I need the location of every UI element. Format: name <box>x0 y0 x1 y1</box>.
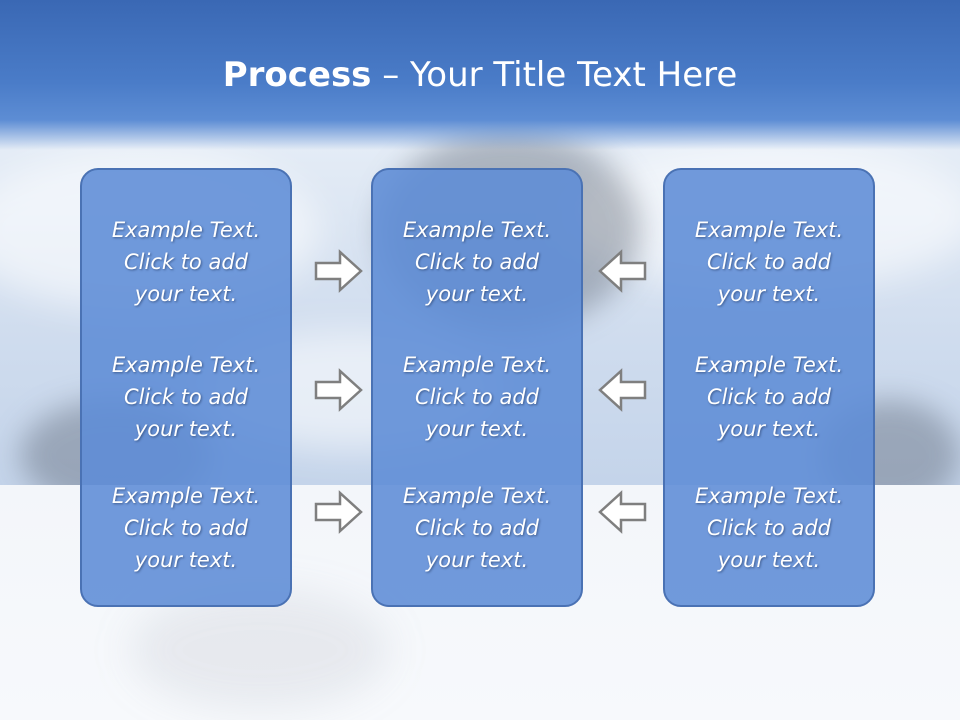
title-rest: – Your Title Text Here <box>371 55 738 95</box>
right-arrow-icon <box>314 368 363 412</box>
text-placeholder[interactable]: Example Text. Click to add your text. <box>665 214 873 310</box>
text-placeholder[interactable]: Example Text. Click to add your text. <box>82 349 290 445</box>
text-line: Example Text. <box>402 218 552 242</box>
text-line: Example Text. <box>694 484 844 508</box>
background-reflection <box>130 590 390 710</box>
text-line: your text. <box>717 548 821 572</box>
text-line: Click to add <box>123 516 248 540</box>
text-line: Example Text. <box>111 353 261 377</box>
text-line: Click to add <box>706 516 831 540</box>
text-line: Example Text. <box>111 218 261 242</box>
title-bold: Process <box>222 55 372 95</box>
text-line: your text. <box>134 548 238 572</box>
text-line: your text. <box>134 282 238 306</box>
text-line: Example Text. <box>402 484 552 508</box>
text-line: Example Text. <box>694 353 844 377</box>
process-box-center[interactable]: Example Text. Click to add your text. Ex… <box>371 168 583 607</box>
text-line: Click to add <box>123 385 248 409</box>
text-line: Click to add <box>123 250 248 274</box>
right-arrow-icon <box>314 249 363 293</box>
process-box-right[interactable]: Example Text. Click to add your text. Ex… <box>663 168 875 607</box>
title-banner <box>0 0 960 150</box>
text-placeholder[interactable]: Example Text. Click to add your text. <box>82 480 290 576</box>
process-box-left[interactable]: Example Text. Click to add your text. Ex… <box>80 168 292 607</box>
text-line: your text. <box>425 417 529 441</box>
slide-title[interactable]: Process – Your Title Text Here <box>0 52 960 98</box>
text-placeholder[interactable]: Example Text. Click to add your text. <box>373 214 581 310</box>
left-arrow-icon <box>598 249 647 293</box>
text-line: Click to add <box>414 250 539 274</box>
text-line: Click to add <box>706 250 831 274</box>
right-arrow-icon <box>314 490 363 534</box>
text-placeholder[interactable]: Example Text. Click to add your text. <box>665 480 873 576</box>
text-line: Click to add <box>706 385 831 409</box>
text-line: your text. <box>134 417 238 441</box>
text-line: Click to add <box>414 516 539 540</box>
text-placeholder[interactable]: Example Text. Click to add your text. <box>82 214 290 310</box>
text-line: your text. <box>425 548 529 572</box>
text-placeholder[interactable]: Example Text. Click to add your text. <box>373 480 581 576</box>
text-placeholder[interactable]: Example Text. Click to add your text. <box>373 349 581 445</box>
left-arrow-icon <box>598 490 647 534</box>
text-line: Example Text. <box>694 218 844 242</box>
left-arrow-icon <box>598 368 647 412</box>
text-line: Click to add <box>414 385 539 409</box>
text-line: your text. <box>425 282 529 306</box>
text-line: your text. <box>717 417 821 441</box>
text-line: Example Text. <box>402 353 552 377</box>
text-line: Example Text. <box>111 484 261 508</box>
text-placeholder[interactable]: Example Text. Click to add your text. <box>665 349 873 445</box>
text-line: your text. <box>717 282 821 306</box>
